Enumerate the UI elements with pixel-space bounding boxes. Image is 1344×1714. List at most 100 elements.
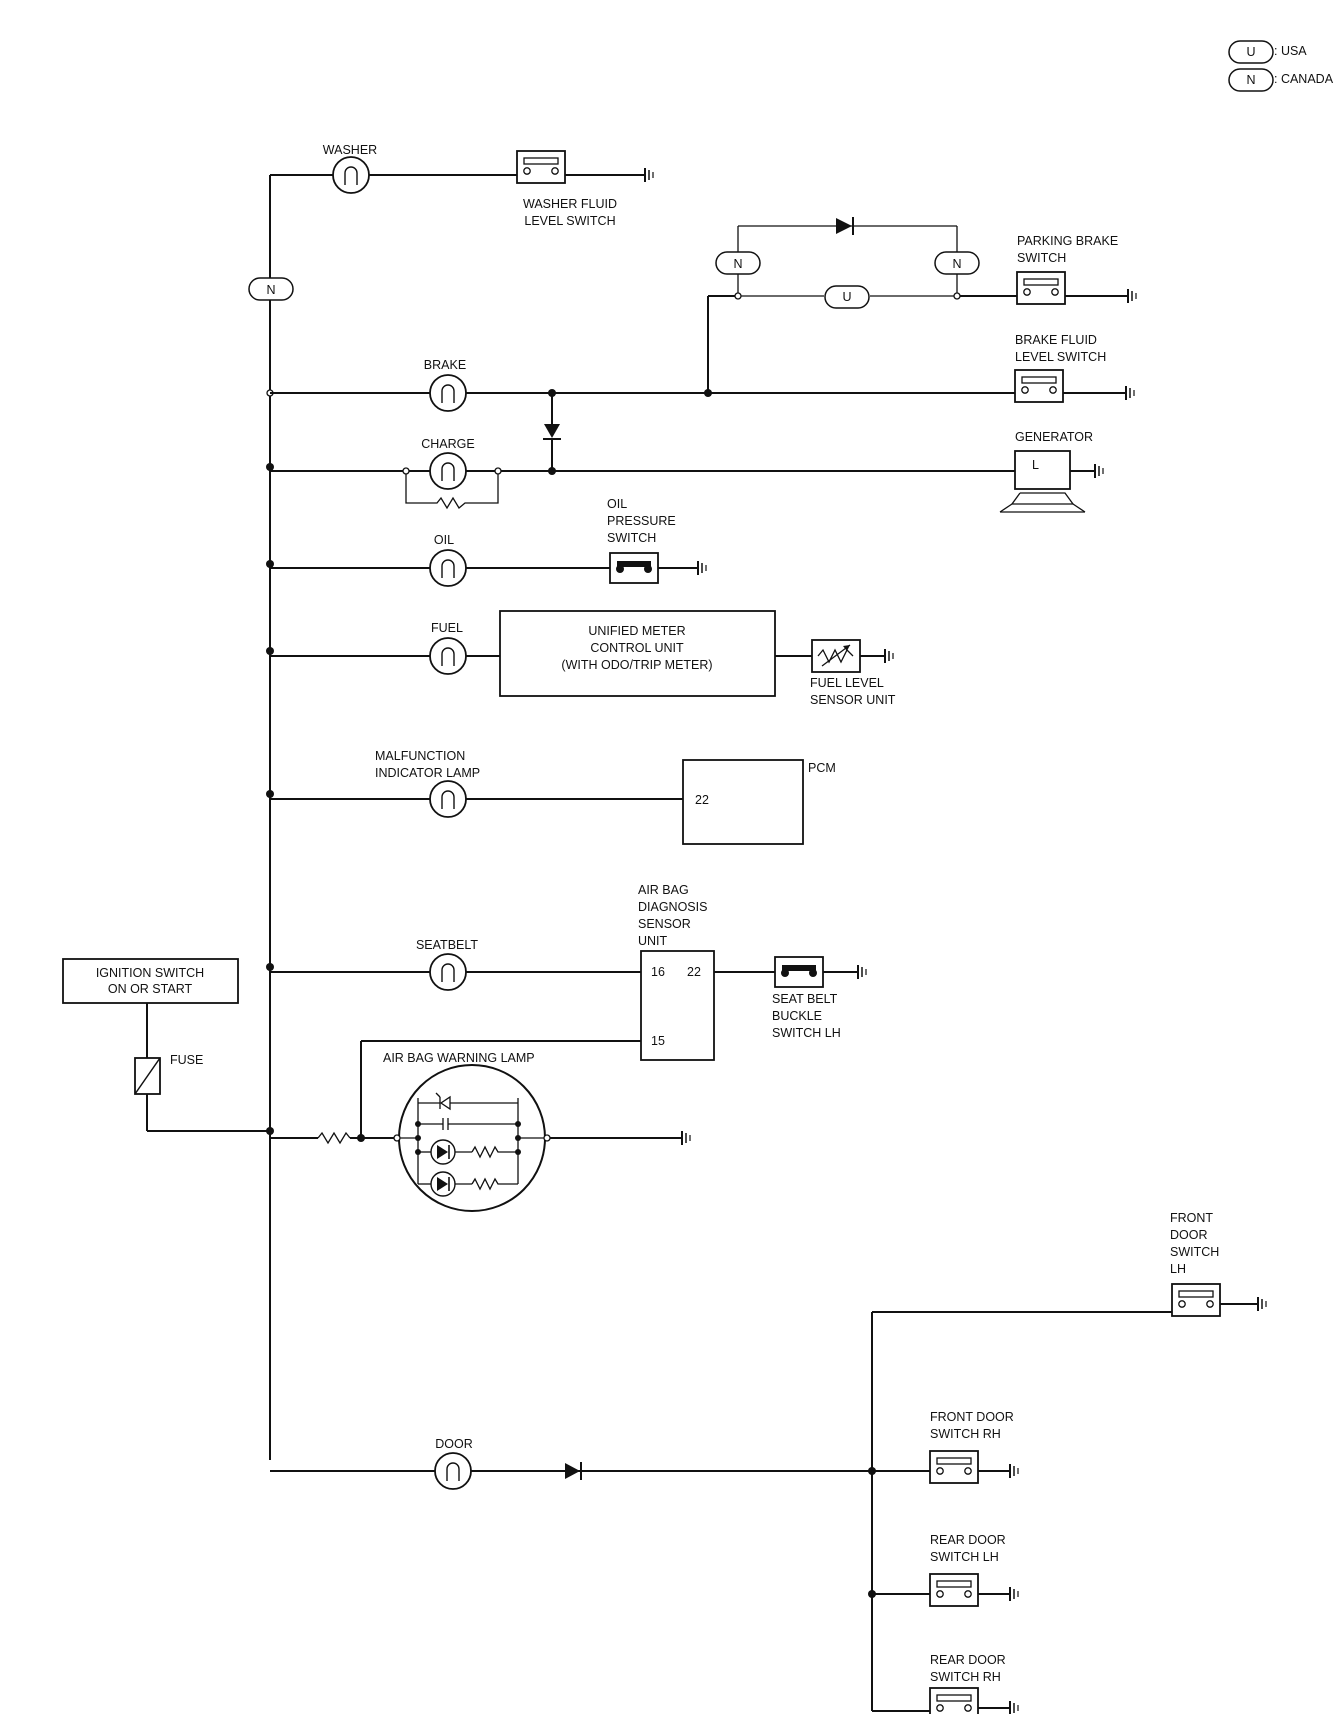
washer-ground-icon bbox=[644, 167, 654, 183]
air-bag-diagnosis-sensor-unit-box bbox=[640, 950, 715, 1061]
buckle-switch-label-3: SWITCH LH bbox=[772, 1026, 841, 1040]
charge-lamp-label: CHARGE bbox=[421, 437, 474, 451]
front-door-lh-label-1: FRONT bbox=[1170, 1211, 1213, 1225]
ignition-supply: IGNITION SWITCH ON OR START FUSE bbox=[62, 958, 270, 1132]
airbag-warning-lamp-circuit: AIR BAG WARNING LAMP bbox=[270, 1040, 691, 1212]
seatbelt-lamp-icon bbox=[429, 953, 467, 991]
mil-lamp-label-1: MALFUNCTION bbox=[375, 749, 465, 763]
airbag-unit-pin-16: 16 bbox=[651, 965, 665, 979]
airbag-unit-pin-15: 15 bbox=[651, 1034, 665, 1048]
parking-brake-canada-connector-right: N bbox=[934, 251, 980, 275]
airbag-lamp-ground-icon bbox=[681, 1130, 691, 1146]
door-circuit: DOOR FRONT DOOR SWITCH LH FRONT DOOR SWI… bbox=[270, 1211, 1267, 1714]
fuel-circuit: FUEL UNIFIED METER CONTROL UNIT (WITH OD… bbox=[270, 610, 896, 707]
fuel-level-sensor-icon bbox=[811, 639, 861, 673]
ignition-switch-box bbox=[62, 958, 239, 1004]
malfunction-indicator-circuit: MALFUNCTION INDICATOR LAMP 22 PCM bbox=[270, 749, 836, 845]
airbag-unit-label-4: UNIT bbox=[638, 934, 668, 948]
buckle-switch-label-2: BUCKLE bbox=[772, 1009, 822, 1023]
brake-fluid-ground-icon bbox=[1125, 385, 1135, 401]
parking-brake-switch-label-2: SWITCH bbox=[1017, 251, 1066, 265]
legend-canada-connector: N bbox=[1228, 68, 1274, 92]
fuse-icon bbox=[134, 1057, 161, 1095]
fuel-sensor-label-1: FUEL LEVEL bbox=[810, 676, 884, 690]
brake-lamp-icon bbox=[429, 374, 467, 412]
brake-connector-n-right-code: N bbox=[952, 257, 961, 271]
parking-brake-switch-icon bbox=[1016, 271, 1066, 305]
generator-terminal: L bbox=[1032, 458, 1039, 472]
pcm-label: PCM bbox=[808, 761, 836, 775]
brake-connector-u-code: U bbox=[842, 290, 851, 304]
door-diode-icon bbox=[565, 1462, 582, 1480]
front-door-lh-label-3: SWITCH bbox=[1170, 1245, 1219, 1259]
rear-door-rh-label-2: SWITCH RH bbox=[930, 1670, 1001, 1684]
ignition-switch-label-1: IGNITION SWITCH bbox=[96, 966, 204, 980]
mil-lamp-label-2: INDICATOR LAMP bbox=[375, 766, 480, 780]
washer-connector-code: N bbox=[266, 283, 275, 297]
fuel-lamp-icon bbox=[429, 637, 467, 675]
oil-switch-label-3: SWITCH bbox=[607, 531, 656, 545]
pcm-pin-22: 22 bbox=[695, 793, 709, 807]
legend-canada-label: : CANADA bbox=[1274, 72, 1334, 86]
unified-meter-control-unit-box bbox=[499, 610, 776, 697]
rear-door-lh-ground-icon bbox=[1009, 1586, 1019, 1602]
generator-icon bbox=[999, 450, 1086, 513]
rear-door-switch-lh-icon bbox=[929, 1573, 979, 1607]
airbag-unit-label-3: SENSOR bbox=[638, 917, 691, 931]
rear-door-rh-ground-icon bbox=[1009, 1700, 1019, 1714]
rear-door-rh-label-1: REAR DOOR bbox=[930, 1653, 1006, 1667]
buckle-switch-label-1: SEAT BELT bbox=[772, 992, 838, 1006]
washer-switch-label-1: WASHER FLUID bbox=[523, 197, 617, 211]
oil-circuit: OIL OIL PRESSURE SWITCH bbox=[270, 497, 707, 587]
front-door-rh-label-2: SWITCH RH bbox=[930, 1427, 1001, 1441]
main-bus bbox=[266, 174, 333, 1460]
front-door-lh-ground-icon bbox=[1257, 1296, 1267, 1312]
fuel-sensor-label-2: SENSOR UNIT bbox=[810, 693, 896, 707]
airbag-warning-lamp-icon bbox=[393, 1064, 551, 1212]
washer-lamp-icon bbox=[332, 156, 370, 194]
ignition-switch-label-2: ON OR START bbox=[108, 982, 193, 996]
oil-switch-label-2: PRESSURE bbox=[607, 514, 676, 528]
legend-canada-code: N bbox=[1246, 73, 1255, 87]
oil-switch-label-1: OIL bbox=[607, 497, 627, 511]
legend-usa-code: U bbox=[1246, 45, 1255, 59]
oil-lamp-icon bbox=[429, 549, 467, 587]
airbag-lamp-label: AIR BAG WARNING LAMP bbox=[383, 1051, 535, 1065]
airbag-unit-label-2: DIAGNOSIS bbox=[638, 900, 707, 914]
brake-fluid-switch-label-2: LEVEL SWITCH bbox=[1015, 350, 1106, 364]
unified-meter-label-1: UNIFIED METER bbox=[588, 624, 685, 638]
charge-lamp-icon bbox=[429, 452, 467, 490]
brake-connector-n-left-code: N bbox=[733, 257, 742, 271]
seatbelt-lamp-label: SEATBELT bbox=[416, 938, 478, 952]
rear-door-lh-label-1: REAR DOOR bbox=[930, 1533, 1006, 1547]
seatbelt-circuit: SEATBELT AIR BAG DIAGNOSIS SENSOR UNIT 1… bbox=[270, 883, 867, 1061]
parking-brake-ground-icon bbox=[1127, 288, 1137, 304]
oil-pressure-switch-icon bbox=[609, 552, 659, 584]
washer-canada-connector: N bbox=[248, 277, 294, 301]
front-door-switch-lh-icon bbox=[1171, 1283, 1221, 1317]
legend-usa-label: : USA bbox=[1274, 44, 1307, 58]
unified-meter-label-2: CONTROL UNIT bbox=[590, 641, 684, 655]
charge-resistor-icon bbox=[405, 474, 499, 510]
front-door-lh-label-4: LH bbox=[1170, 1262, 1186, 1276]
front-door-rh-label-1: FRONT DOOR bbox=[930, 1410, 1014, 1424]
charge-diode-icon bbox=[543, 393, 561, 471]
mil-lamp-icon bbox=[429, 780, 467, 818]
brake-circuit: BRAKE BRAKE FLUID LEVEL SWITCH N N bbox=[270, 217, 1137, 412]
brake-fluid-level-switch-icon bbox=[1014, 369, 1064, 403]
brake-lamp-label: BRAKE bbox=[424, 358, 466, 372]
legend: U : USA N : CANADA bbox=[1228, 40, 1334, 92]
washer-fluid-level-switch-icon bbox=[516, 150, 566, 184]
fuel-sensor-ground-icon bbox=[884, 648, 894, 664]
airbag-unit-pin-22: 22 bbox=[687, 965, 701, 979]
generator-ground-icon bbox=[1094, 463, 1104, 479]
brake-fluid-switch-label-1: BRAKE FLUID bbox=[1015, 333, 1097, 347]
seat-belt-buckle-ground-icon bbox=[857, 964, 867, 980]
rear-door-lh-label-2: SWITCH LH bbox=[930, 1550, 999, 1564]
parking-brake-canada-connector-left: N bbox=[715, 251, 761, 275]
fuel-lamp-label: FUEL bbox=[431, 621, 463, 635]
parking-brake-switch-label-1: PARKING BRAKE bbox=[1017, 234, 1118, 248]
generator-label: GENERATOR bbox=[1015, 430, 1093, 444]
parking-brake-diode-icon bbox=[836, 217, 854, 235]
